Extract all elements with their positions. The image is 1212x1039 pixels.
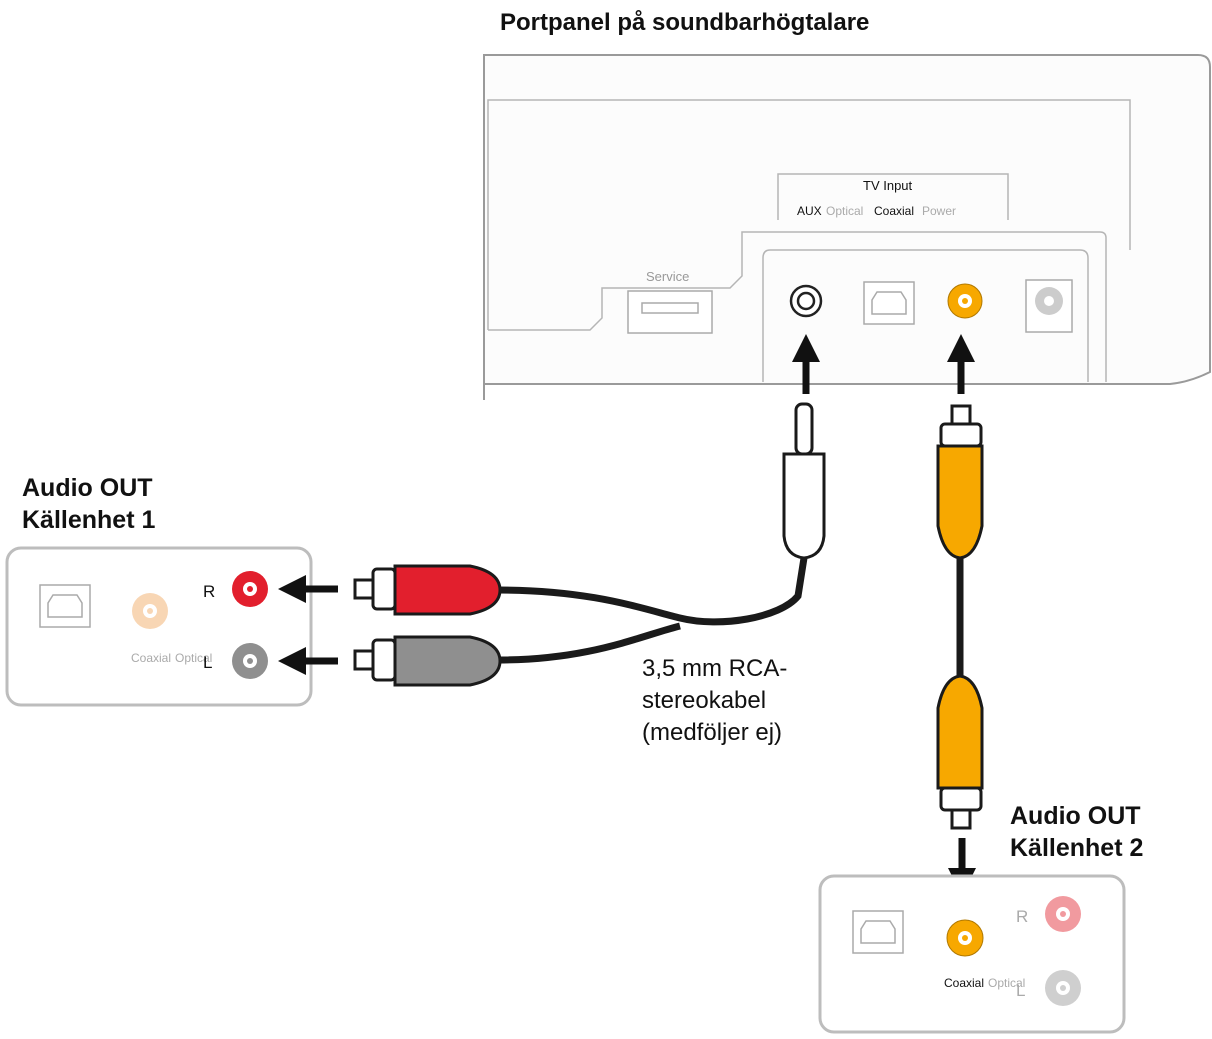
source2-l-jack-icon	[1045, 970, 1081, 1006]
aux-label: AUX	[797, 204, 822, 218]
source1-r-label: R	[203, 582, 215, 601]
source2-l-label: L	[1016, 981, 1025, 1000]
source2-optical-port-icon	[852, 910, 904, 954]
service-label: Service	[646, 269, 689, 284]
rca-cable-wire-red	[497, 557, 808, 626]
cable-note-line1: 3,5 mm RCA-	[642, 655, 787, 682]
soundbar-panel: TV Input AUX Optical Coaxial Power Servi…	[483, 54, 1211, 400]
source1-coaxial-label: Coaxial	[131, 651, 171, 665]
power-port-icon	[1025, 279, 1073, 333]
source2-coaxial-label: Coaxial	[944, 976, 984, 990]
mini-jack-plug	[782, 402, 826, 560]
source2-heading-line1: Audio OUT	[1010, 802, 1141, 830]
cable-note-line2: stereokabel	[642, 687, 766, 714]
cable-note-line3: (medföljer ej)	[642, 719, 782, 746]
gray-rca-plug	[353, 635, 502, 687]
source2-panel: Coaxial Optical R L	[818, 874, 1126, 1034]
source1-heading-line1: Audio OUT	[22, 474, 153, 502]
red-rca-plug	[353, 564, 502, 616]
source2-r-label: R	[1016, 907, 1028, 926]
orange-rca-plug-top	[936, 404, 984, 560]
optical-port-icon	[863, 281, 915, 325]
coaxial-jack-icon	[947, 283, 983, 319]
optical-label: Optical	[826, 204, 863, 218]
coaxial-label: Coaxial	[874, 204, 914, 218]
tv-input-label: TV Input	[863, 178, 913, 193]
orange-rca-plug-bottom	[936, 674, 984, 830]
source1-coaxial-jack-icon	[132, 593, 168, 629]
source1-l-jack-icon	[232, 643, 268, 679]
source1-optical-label: Optical	[175, 651, 212, 665]
rca-cable-wire-gray	[497, 622, 681, 664]
source2-coaxial-jack-icon	[946, 919, 984, 957]
source2-heading-line2: Källenhet 2	[1010, 834, 1143, 862]
soundbar-title: Portpanel på soundbarhögtalare	[500, 9, 869, 36]
source1-panel: Coaxial Optical R L	[5, 546, 313, 707]
source1-optical-port-icon	[39, 584, 91, 628]
power-label: Power	[922, 204, 956, 218]
source2-r-jack-icon	[1045, 896, 1081, 932]
source1-r-jack-icon	[232, 571, 268, 607]
source1-l-label: L	[203, 653, 212, 672]
source1-heading-line2: Källenhet 1	[22, 506, 155, 534]
source2-optical-label: Optical	[988, 976, 1025, 990]
